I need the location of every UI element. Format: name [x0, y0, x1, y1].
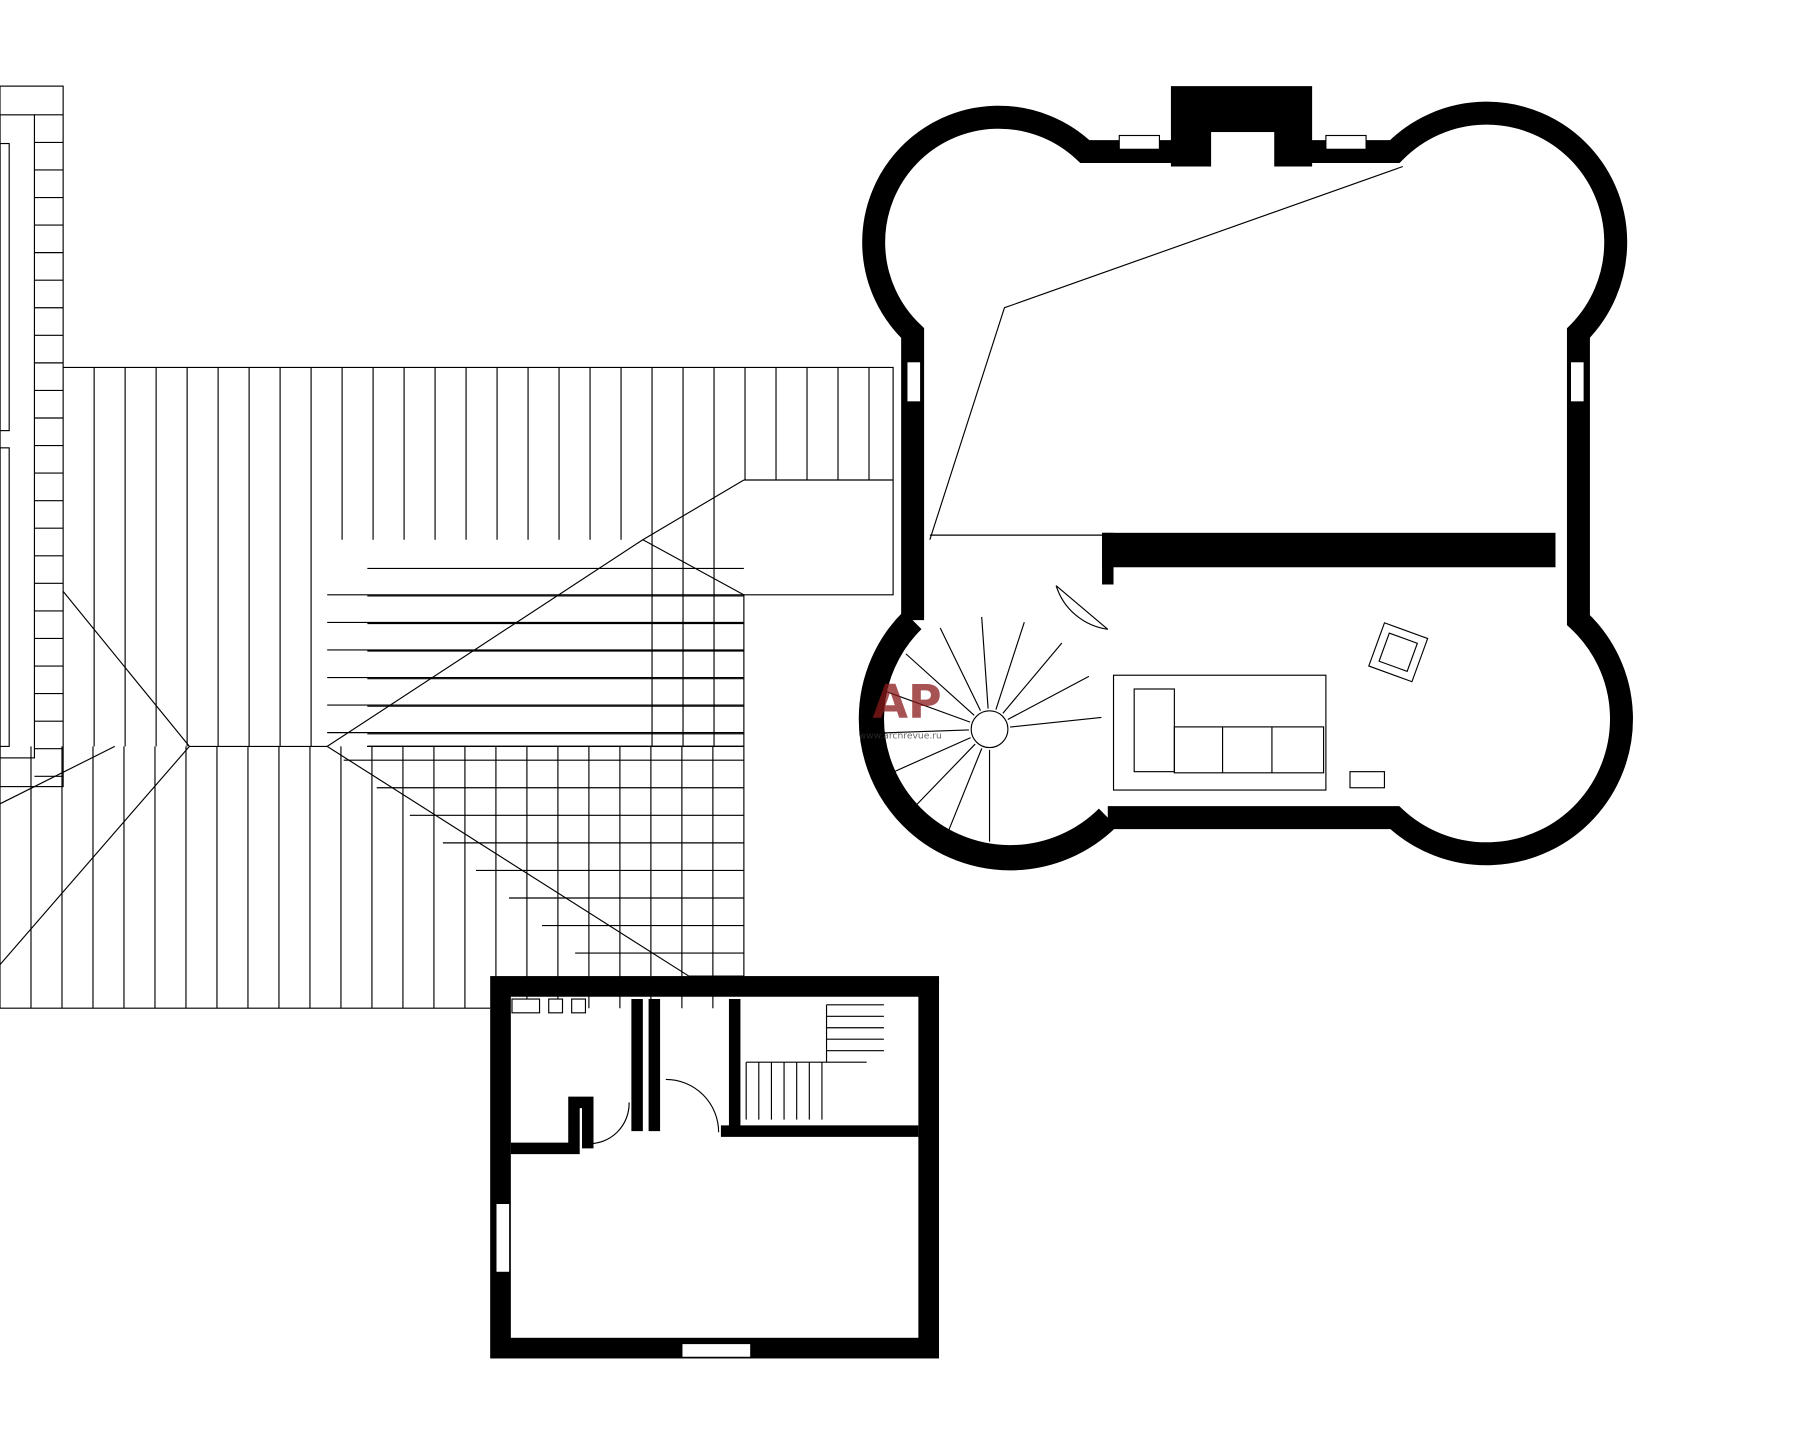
watermark-logo: AP [872, 675, 941, 729]
hatch-line [883, 690, 971, 723]
spiral-stair [877, 616, 1102, 842]
door-leaf [1055, 585, 1109, 630]
hatch-line [905, 653, 975, 716]
roof-hip-right [326, 539, 690, 977]
roof-valley [641, 479, 894, 596]
door-swing [1055, 585, 1108, 630]
hatch-line [1010, 716, 1102, 728]
stair-tower-wall [858, 611, 1117, 871]
annex-door-swings [587, 1078, 720, 1145]
hatch-line [910, 743, 976, 811]
tower-windows [906, 134, 1585, 789]
hip-roof [0, 366, 894, 1009]
tower-outer-wall [862, 101, 1633, 866]
roof-hatch-lines [0, 367, 870, 1009]
stair-newel [970, 710, 1009, 749]
hatch-line [1002, 642, 1063, 714]
fireplace-opening [1211, 132, 1275, 167]
roof-terrace-line [929, 165, 1403, 540]
watermark: AP www.archrevue.ru [859, 675, 942, 742]
annex-outer-wall [490, 976, 940, 1359]
annex-interior-walls [510, 999, 919, 1155]
annex-stair [745, 1004, 884, 1120]
hatch-line [1007, 675, 1090, 720]
left-building-edge [0, 85, 64, 788]
tower [858, 86, 1633, 871]
roof-outline [0, 366, 894, 1009]
hatch-line [939, 627, 981, 711]
interior-wall-stub [1102, 532, 1114, 585]
hatch-line [877, 729, 969, 734]
hatch-line [995, 621, 1025, 710]
roof-hip-left-lower [0, 745, 116, 805]
sofa [1112, 674, 1327, 791]
annex-closets [495, 998, 752, 1358]
roof-tiles-strip [34, 114, 64, 777]
annex [490, 976, 940, 1359]
hatch-line [886, 737, 971, 776]
interior-wall [1102, 532, 1556, 568]
watermark-url: www.archrevue.ru [859, 730, 942, 741]
armchair [1368, 622, 1429, 683]
hatch-line [946, 748, 983, 834]
hatch-line [981, 616, 989, 709]
